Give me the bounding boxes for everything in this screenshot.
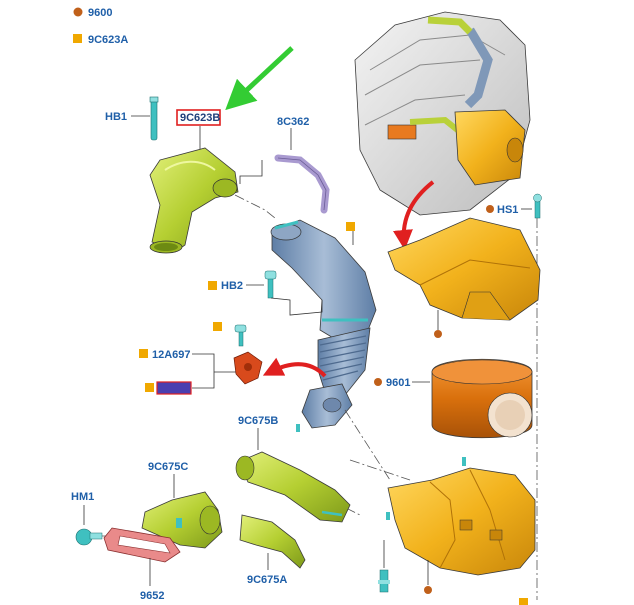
callout-circle-cover (434, 330, 442, 338)
legend-circle-icon (73, 7, 83, 17)
red-curved-arrow-upper (392, 180, 435, 250)
callout-square-duct (346, 222, 355, 231)
hb2-bolt (264, 270, 277, 299)
part-9652-bracket (103, 527, 181, 563)
callout-square-housing (519, 598, 528, 605)
part-9601-air-filter (431, 358, 533, 439)
part-8c362-hose (274, 154, 330, 214)
label-hm1: HM1 (71, 491, 94, 503)
green-pointer-arrow (225, 46, 294, 111)
label-9601: 9601 (386, 377, 410, 389)
lower-housing-grommet (378, 569, 390, 593)
part-airbox-lower-housing (386, 457, 536, 576)
label-8c362: 8C362 (277, 116, 309, 128)
part-9c675b-tube (235, 451, 351, 523)
callout-circle-housing (424, 586, 432, 594)
label-hs1: HS1 (497, 204, 518, 216)
callout-square-hb2 (208, 281, 217, 290)
callout-circle-9601 (374, 378, 382, 386)
legend-square-icon (73, 34, 82, 43)
label-hb2: HB2 (221, 280, 243, 292)
label-12a697: 12A697 (152, 349, 191, 361)
part-9c623b-resonator (149, 147, 239, 254)
highlight-box-9c623b (176, 109, 221, 126)
part-airbox-cover (387, 217, 541, 321)
part-9c675c-resonator (141, 491, 223, 549)
label-9c675c: 9C675C (148, 461, 188, 473)
engine-assembly (354, 11, 531, 216)
label-hb1: HB1 (105, 111, 127, 123)
callout-square-sensor (145, 383, 154, 392)
callout-square-bolt (213, 322, 222, 331)
label-9c675a: 9C675A (247, 574, 287, 586)
legend-circle-code: 9600 (88, 7, 112, 19)
part-9c675a-shield (239, 514, 306, 569)
hm1-mount (75, 528, 103, 546)
red-curved-arrow-lower (262, 357, 327, 378)
callout-square-12a697 (139, 349, 148, 358)
part-air-intake-duct (270, 219, 377, 432)
label-9652: 9652 (140, 590, 164, 602)
part-12a697-sensor (233, 351, 263, 385)
legend-square-code: 9C623A (88, 34, 128, 46)
callout-circle-hs1 (486, 205, 494, 213)
hs1-clip (533, 193, 542, 219)
sensor-label-redacted (156, 381, 192, 395)
small-bolt (234, 324, 247, 347)
label-9c623b: 9C623B (180, 112, 220, 124)
hb1-bolt (149, 96, 159, 141)
label-9c675b: 9C675B (238, 415, 278, 427)
